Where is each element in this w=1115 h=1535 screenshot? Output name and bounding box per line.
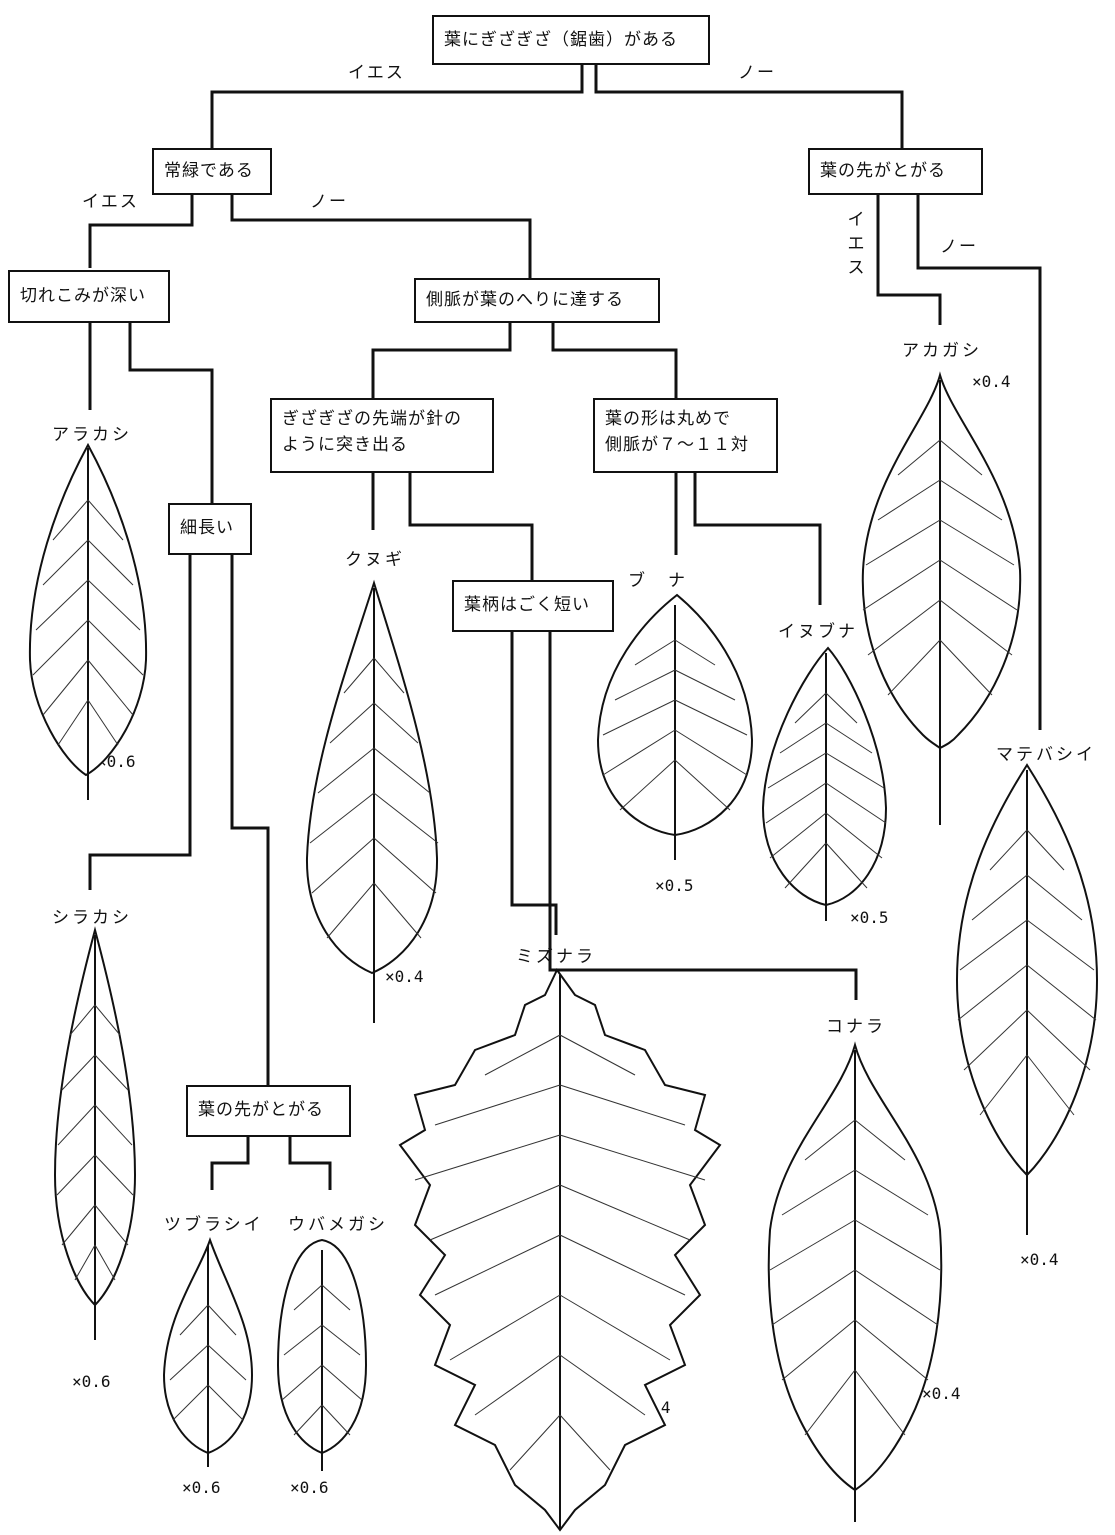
- leaf-tsuburajii-icon: [158, 1235, 258, 1470]
- species-name-konara: コナラ: [826, 1012, 886, 1037]
- species-name-tsuburajii: ツブラシイ: [164, 1210, 264, 1235]
- answer-no-root: ノー: [738, 58, 776, 83]
- question-short-petiole: 葉柄はごく短い: [452, 580, 614, 632]
- species-name-mizunara: ミズナラ: [516, 942, 596, 967]
- scale-tsuburajii: ×0.6: [182, 1478, 221, 1497]
- scale-ubamegashi: ×0.6: [290, 1478, 329, 1497]
- leaf-shirakashi-icon: [40, 925, 150, 1345]
- question-needle-tips-line2: ように突き出る: [282, 432, 482, 458]
- question-pointed-tip-2: 葉の先がとがる: [186, 1085, 351, 1137]
- leaf-ubamegashi-icon: [272, 1235, 372, 1475]
- species-name-akagashi: アカガシ: [902, 336, 982, 361]
- question-round-shape-line1: 葉の形は丸めで: [605, 406, 766, 432]
- leaf-arakashi-icon: [18, 440, 158, 810]
- answer-yes-evergreen: イエス: [82, 187, 139, 212]
- question-deep-incision: 切れこみが深い: [8, 270, 170, 323]
- question-evergreen: 常緑である: [152, 148, 272, 195]
- leaf-matebashii-icon: [952, 760, 1102, 1240]
- species-name-kunugi: クヌギ: [345, 545, 405, 570]
- scale-buna: ×0.5: [655, 876, 694, 895]
- answer-no-right: ノー: [940, 232, 978, 257]
- species-name-buna: ブ ナ: [628, 566, 688, 591]
- answer-no-evergreen: ノー: [310, 187, 348, 212]
- scale-shirakashi: ×0.6: [72, 1372, 111, 1391]
- question-pointed-tip: 葉の先がとがる: [808, 148, 983, 195]
- answer-yes-root: イエス: [348, 58, 405, 83]
- question-slender: 細長い: [168, 503, 252, 555]
- species-name-ubamegashi: ウバメガシ: [288, 1210, 388, 1235]
- answer-yes-right: イ エ ス: [846, 208, 866, 280]
- question-serration: 葉にぎざぎざ（鋸歯）がある: [432, 15, 710, 65]
- question-round-shape: 葉の形は丸めで 側脈が７～１１対: [593, 398, 778, 473]
- leaf-buna-icon: [595, 590, 755, 865]
- leaf-konara-icon: [760, 1040, 950, 1525]
- question-lateral-veins: 側脈が葉のへりに達する: [414, 278, 660, 323]
- question-needle-tips: ぎざぎざの先端が針の ように突き出る: [270, 398, 494, 473]
- question-round-shape-line2: 側脈が７～１１対: [605, 432, 766, 458]
- species-name-inubuna: イヌブナ: [778, 617, 858, 642]
- leaf-mizunara-icon: [395, 965, 725, 1535]
- leaf-kunugi-icon: [292, 578, 452, 1028]
- question-needle-tips-line1: ぎざぎざの先端が針の: [282, 406, 482, 432]
- scale-matebashii: ×0.4: [1020, 1250, 1059, 1269]
